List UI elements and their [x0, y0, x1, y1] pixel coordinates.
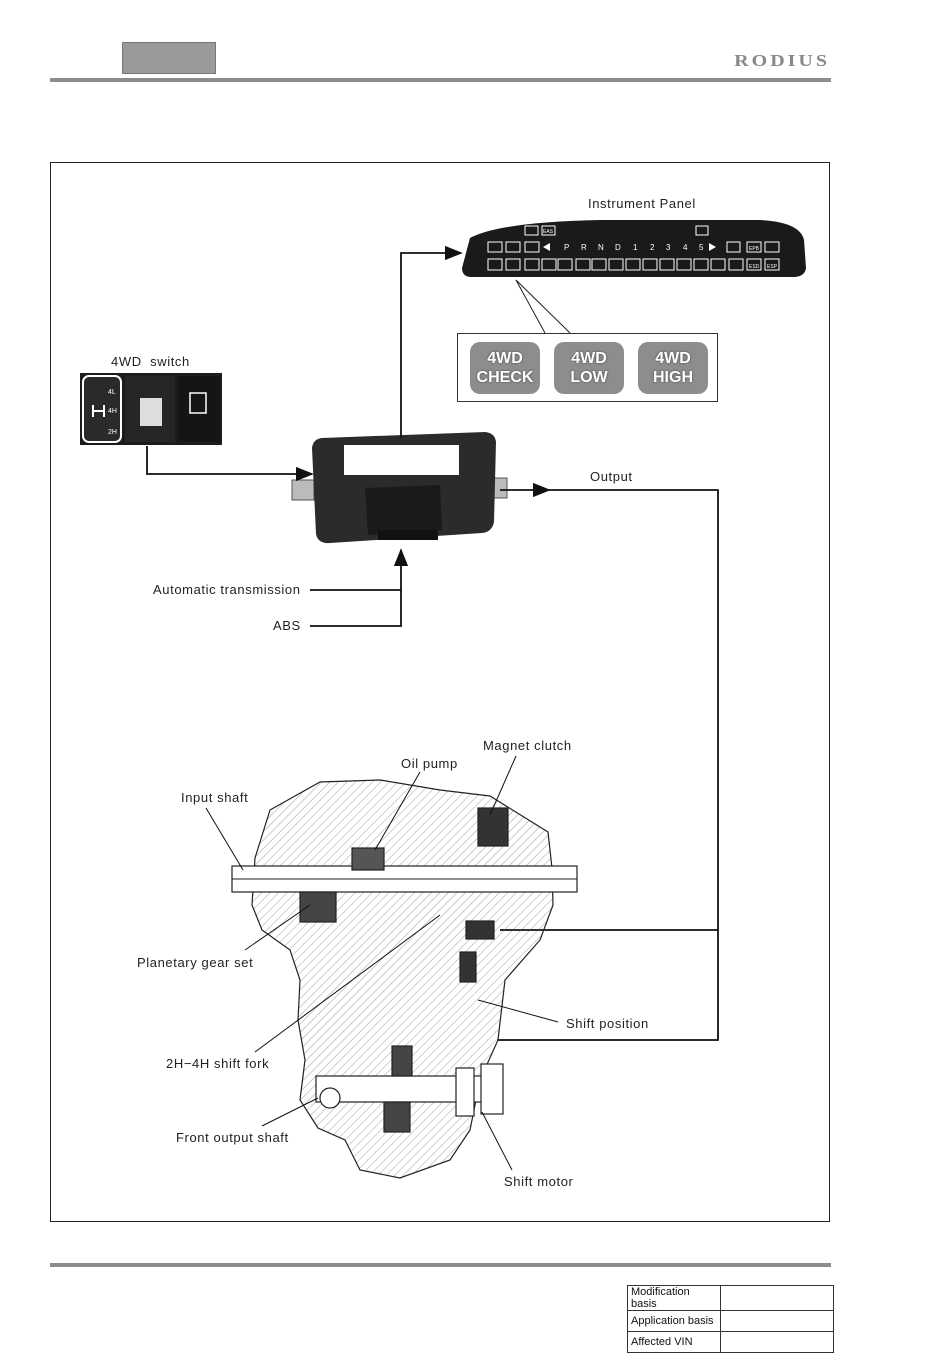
magnet-clutch-label: Magnet clutch	[483, 738, 572, 753]
modification-basis-label: Modification basis	[627, 1285, 721, 1311]
gear-4: 4	[683, 243, 688, 252]
modification-basis-value	[720, 1285, 834, 1311]
instrument-panel-label: Instrument Panel	[588, 196, 696, 211]
shift-motor-label: Shift motor	[504, 1174, 574, 1189]
footer-rule	[50, 1263, 831, 1267]
table-row: Modification basis	[627, 1285, 834, 1311]
gear-r: R	[581, 243, 587, 252]
4wd-switch-label: 4WD switch	[111, 354, 190, 369]
gear-2: 2	[650, 243, 655, 252]
eas-icon-label: EAS	[543, 229, 554, 235]
automatic-transmission-label: Automatic transmission	[153, 582, 301, 597]
table-row: Application basis	[627, 1310, 834, 1332]
gear-d: D	[615, 243, 621, 252]
abs-label: ABS	[273, 618, 301, 633]
epb-icon-label: EPB	[749, 246, 760, 252]
header-rule	[50, 78, 831, 82]
4wd-axle-icon	[92, 405, 105, 417]
instrument-panel: P R N D 1 2 3 4 5 EAS EPB ESD ESP	[462, 220, 806, 277]
switch-mark-4h: 4H	[108, 408, 117, 415]
esd-icon-label: ESD	[749, 264, 760, 270]
left-arrow-icon	[543, 243, 550, 251]
oil-pump-label: Oil pump	[401, 756, 458, 771]
esp-icon-label: ESP	[767, 264, 778, 270]
gear-n: N	[598, 243, 604, 252]
diagram-frame	[50, 162, 830, 1222]
4wd-switch: 4L 4H 2H	[80, 373, 222, 445]
switch-mark-4l: 4L	[108, 389, 116, 396]
gear-5: 5	[699, 243, 704, 252]
application-basis-label: Application basis	[627, 1310, 721, 1332]
input-shaft-label: Input shaft	[181, 790, 249, 805]
header-tab-box	[122, 42, 216, 74]
right-arrow-icon	[709, 243, 716, 251]
application-basis-value	[720, 1310, 834, 1332]
shift-fork-label: 2H−4H shift fork	[166, 1056, 270, 1071]
gear-p: P	[564, 243, 569, 252]
planetary-gear-set-label: Planetary gear set	[137, 955, 254, 970]
front-output-shaft-label: Front output shaft	[176, 1130, 289, 1145]
output-label: Output	[590, 469, 633, 484]
affected-vin-label: Affected VIN	[627, 1331, 721, 1353]
gear-3: 3	[666, 243, 671, 252]
brand-logo: RODIUS	[734, 51, 830, 71]
revision-table: Modification basis Application basis Aff…	[627, 1285, 834, 1353]
tcu-control-unit	[291, 432, 508, 544]
seat-icon	[189, 392, 207, 414]
shift-position-label: Shift position	[566, 1016, 649, 1031]
panel-warning-icons	[487, 225, 780, 271]
transfer-case-drawing	[231, 779, 578, 1179]
gear-1: 1	[633, 243, 638, 252]
switch-mark-2h: 2H	[108, 429, 117, 436]
table-row: Affected VIN	[627, 1331, 834, 1353]
affected-vin-value	[720, 1331, 834, 1353]
